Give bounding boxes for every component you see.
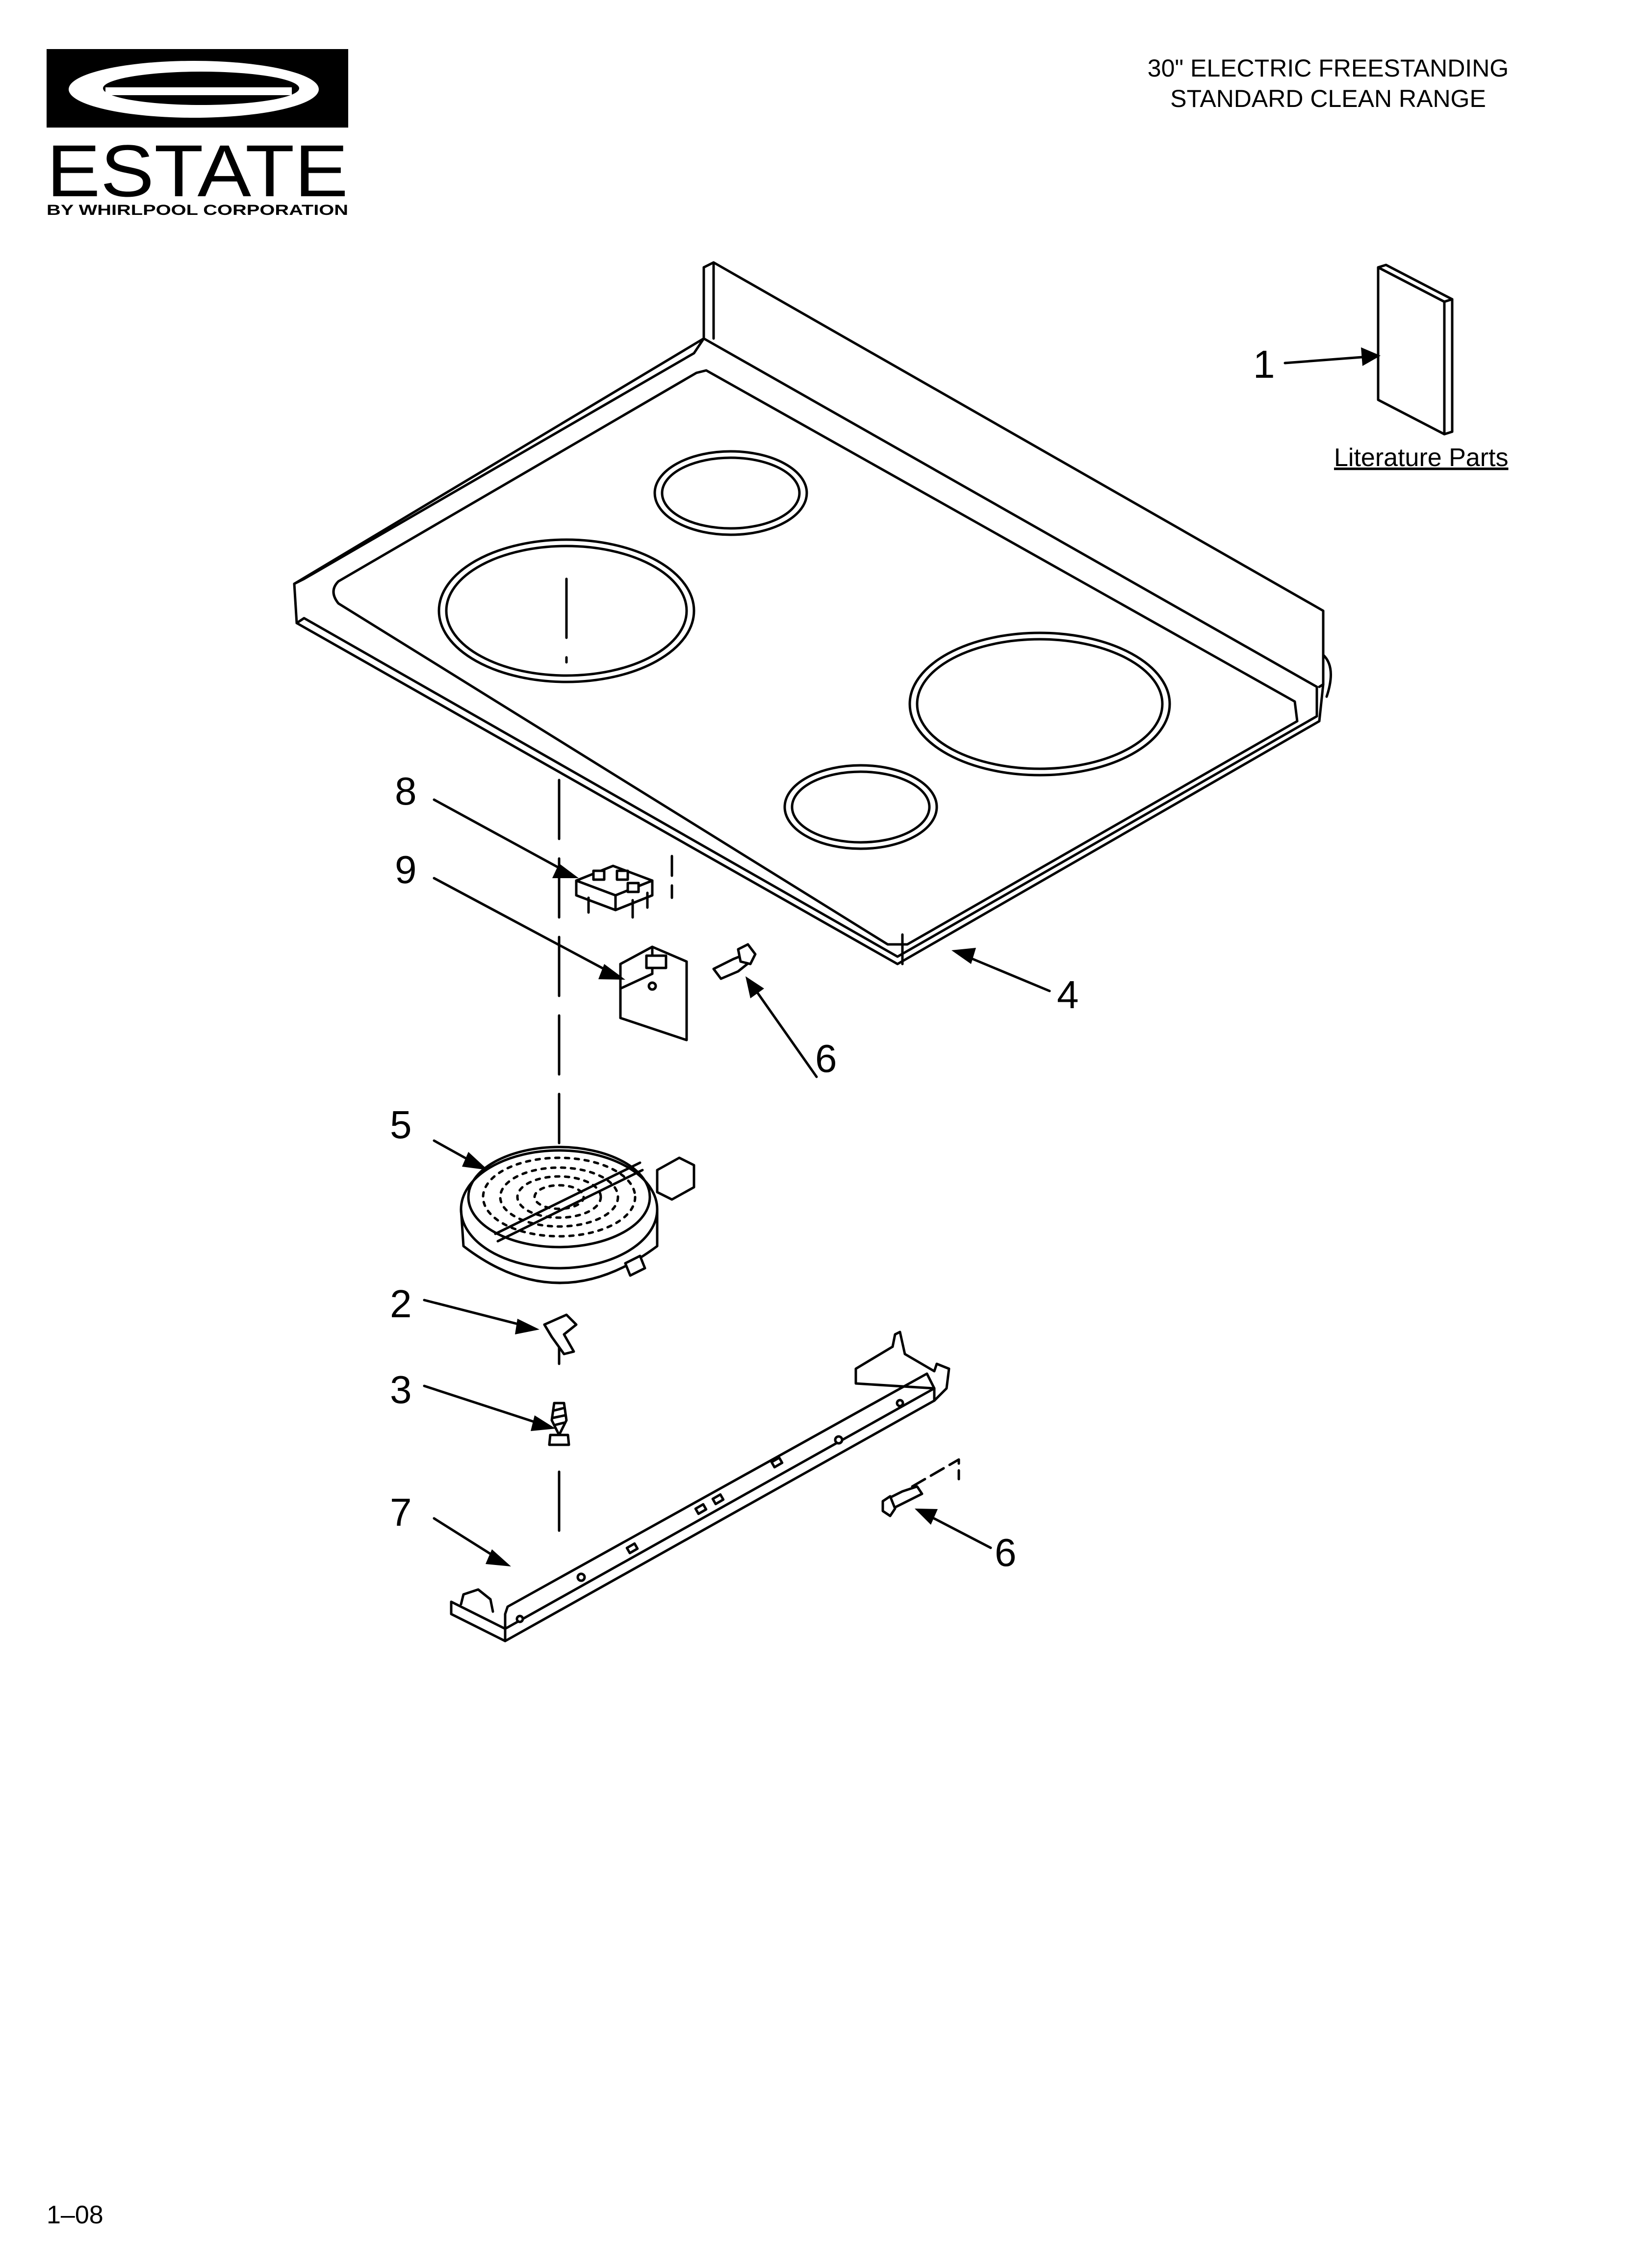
screw-lower [881,1458,960,1517]
element-clip [543,1313,578,1356]
callout-1: 1 [1253,342,1275,386]
leader-6-lower [923,1512,992,1549]
estate-logo: ESTATE BY WHIRLPOOL CORPORATION [47,49,348,218]
title-line-2: STANDARD CLEAN RANGE [1170,85,1486,112]
leader-9 [433,877,615,975]
page-id: 1–08 [47,2201,103,2229]
logo-tagline: BY WHIRLPOOL CORPORATION [47,202,348,218]
callout-7: 7 [390,1490,412,1534]
callout-6-upper: 6 [815,1037,837,1080]
leader-1 [1283,355,1370,365]
burner-rear-right [908,631,1171,777]
leader-7 [433,1517,502,1562]
page-title: 30" ELECTRIC FREESTANDING STANDARD CLEAN… [1058,53,1598,114]
cooktop [293,261,1332,965]
arrowheads [462,347,1381,1566]
callout-5: 5 [390,1103,412,1147]
leader-4 [960,953,1051,992]
leader-8 [433,798,570,875]
burner-front-left [437,538,695,683]
screw-upper [712,943,757,980]
estate-logo-graphic: ESTATE BY WHIRLPOOL CORPORATION [47,49,348,218]
title-line-1: 30" ELECTRIC FREESTANDING [1147,54,1509,82]
logo-swoosh-bar [105,87,292,95]
alignment-line [558,577,568,1542]
burner-rear-left [653,450,808,536]
callout-8: 8 [395,769,417,813]
terminal-block [575,864,654,919]
heating-element [460,1146,695,1284]
literature-parts-label: Literature Parts [1334,443,1509,472]
leader-6-upper [751,985,818,1078]
callout-4: 4 [1057,973,1079,1017]
callout-3: 3 [390,1368,412,1411]
mounting-bracket [619,945,688,1042]
support-channel [450,1330,950,1642]
literature-booklet [1377,263,1454,436]
logo-wordmark: ESTATE [47,130,348,212]
leader-2 [423,1299,531,1329]
callout-6-lower: 6 [995,1531,1017,1574]
screw-part-3 [548,1402,570,1446]
callout-9: 9 [395,848,417,891]
burner-front-right [783,764,938,850]
callout-2: 2 [390,1282,412,1326]
leader-3 [423,1384,546,1427]
